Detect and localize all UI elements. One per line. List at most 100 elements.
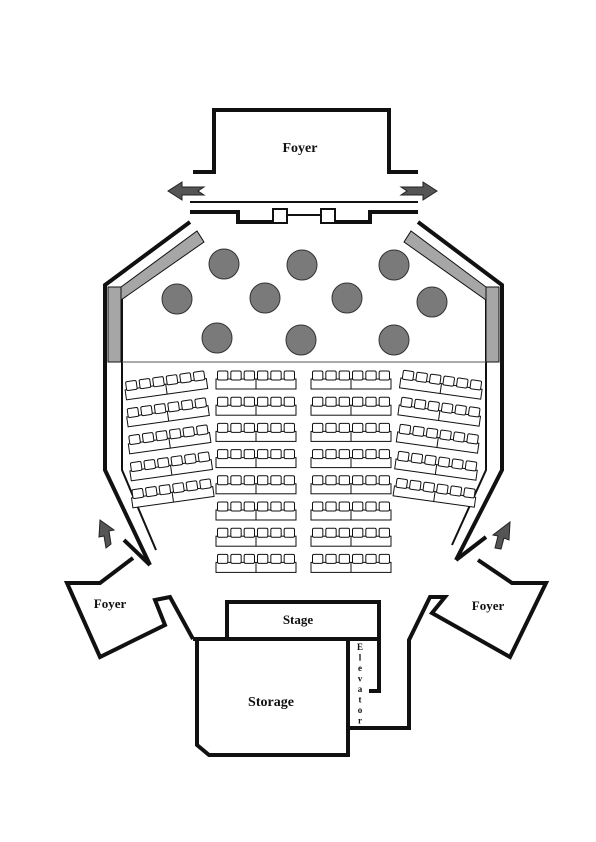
seat-row [310, 422, 392, 442]
round-table [416, 286, 448, 318]
seat [257, 501, 269, 512]
seat [365, 527, 377, 538]
seat [400, 396, 413, 408]
round-table [249, 282, 281, 314]
seat [270, 370, 282, 381]
seat-row [310, 553, 392, 573]
seat [452, 431, 466, 443]
seat [464, 460, 478, 472]
seat [338, 475, 350, 486]
seat [440, 402, 454, 414]
seat [257, 396, 269, 407]
seat [338, 370, 350, 381]
round-table [286, 249, 318, 281]
seat [243, 449, 255, 460]
seat [140, 405, 153, 417]
seat [217, 370, 229, 381]
seat [143, 459, 156, 471]
seat [395, 477, 408, 489]
seat [397, 450, 410, 462]
seat-row [310, 370, 392, 390]
seat [410, 452, 424, 464]
seat [128, 434, 141, 446]
pillar-right [403, 230, 500, 363]
seat [182, 426, 195, 438]
seat [217, 396, 229, 407]
seat [352, 527, 364, 538]
main-hall-walls [103, 201, 504, 566]
foyer-top: Foyer [193, 108, 418, 174]
seat [451, 458, 464, 470]
seat [312, 370, 324, 381]
seat [270, 501, 282, 512]
seat [378, 370, 390, 381]
seat [338, 501, 350, 512]
storage: Storage [193, 637, 350, 757]
seat [467, 406, 481, 418]
seat-row [127, 424, 212, 455]
seat-row [397, 396, 482, 427]
seat [325, 553, 337, 564]
seat [243, 475, 255, 486]
seat [179, 372, 192, 384]
seat [325, 396, 337, 407]
seat [352, 501, 364, 512]
seat [270, 449, 282, 460]
seat [257, 475, 269, 486]
pillar-left [107, 230, 205, 363]
seat [352, 396, 364, 407]
seat [185, 480, 199, 492]
seat [365, 396, 377, 407]
seat [378, 449, 390, 460]
round-tables [161, 248, 448, 356]
seat [141, 432, 155, 444]
seat [230, 527, 242, 538]
seat [428, 373, 442, 385]
round-table [378, 324, 410, 356]
seat [168, 428, 182, 440]
seat [243, 396, 255, 407]
seat [463, 487, 476, 499]
seat [401, 369, 415, 381]
seat [157, 457, 170, 469]
seat [439, 429, 452, 441]
seat [378, 422, 390, 433]
seat [270, 475, 282, 486]
seat [312, 527, 324, 538]
seat [365, 422, 377, 433]
seat [243, 422, 255, 433]
seat [312, 396, 324, 407]
seat [170, 455, 184, 467]
foyer-left-label: Foyer [94, 596, 127, 611]
seat [325, 475, 337, 486]
seat [378, 501, 390, 512]
seat-row [310, 475, 392, 495]
seat-row [395, 423, 480, 454]
seat [243, 553, 255, 564]
seat [398, 423, 412, 435]
seat [283, 449, 295, 460]
seat-row [215, 501, 297, 521]
seat [153, 403, 167, 415]
seat [378, 553, 390, 564]
seat-row [215, 449, 297, 469]
seat [427, 400, 440, 412]
seat [424, 454, 437, 466]
foyer-left: Foyer [63, 519, 195, 660]
seat-row [310, 449, 392, 469]
seat-row [392, 477, 477, 508]
round-table [331, 282, 363, 314]
seat [412, 425, 425, 437]
seat [338, 553, 350, 564]
seat [270, 527, 282, 538]
seat [145, 486, 158, 498]
seat [217, 501, 229, 512]
seat-row [215, 553, 297, 573]
seat-row [215, 396, 297, 416]
seat [312, 422, 324, 433]
seat [257, 449, 269, 460]
seat [425, 427, 439, 439]
seat [413, 398, 427, 410]
seat-row [398, 369, 483, 400]
